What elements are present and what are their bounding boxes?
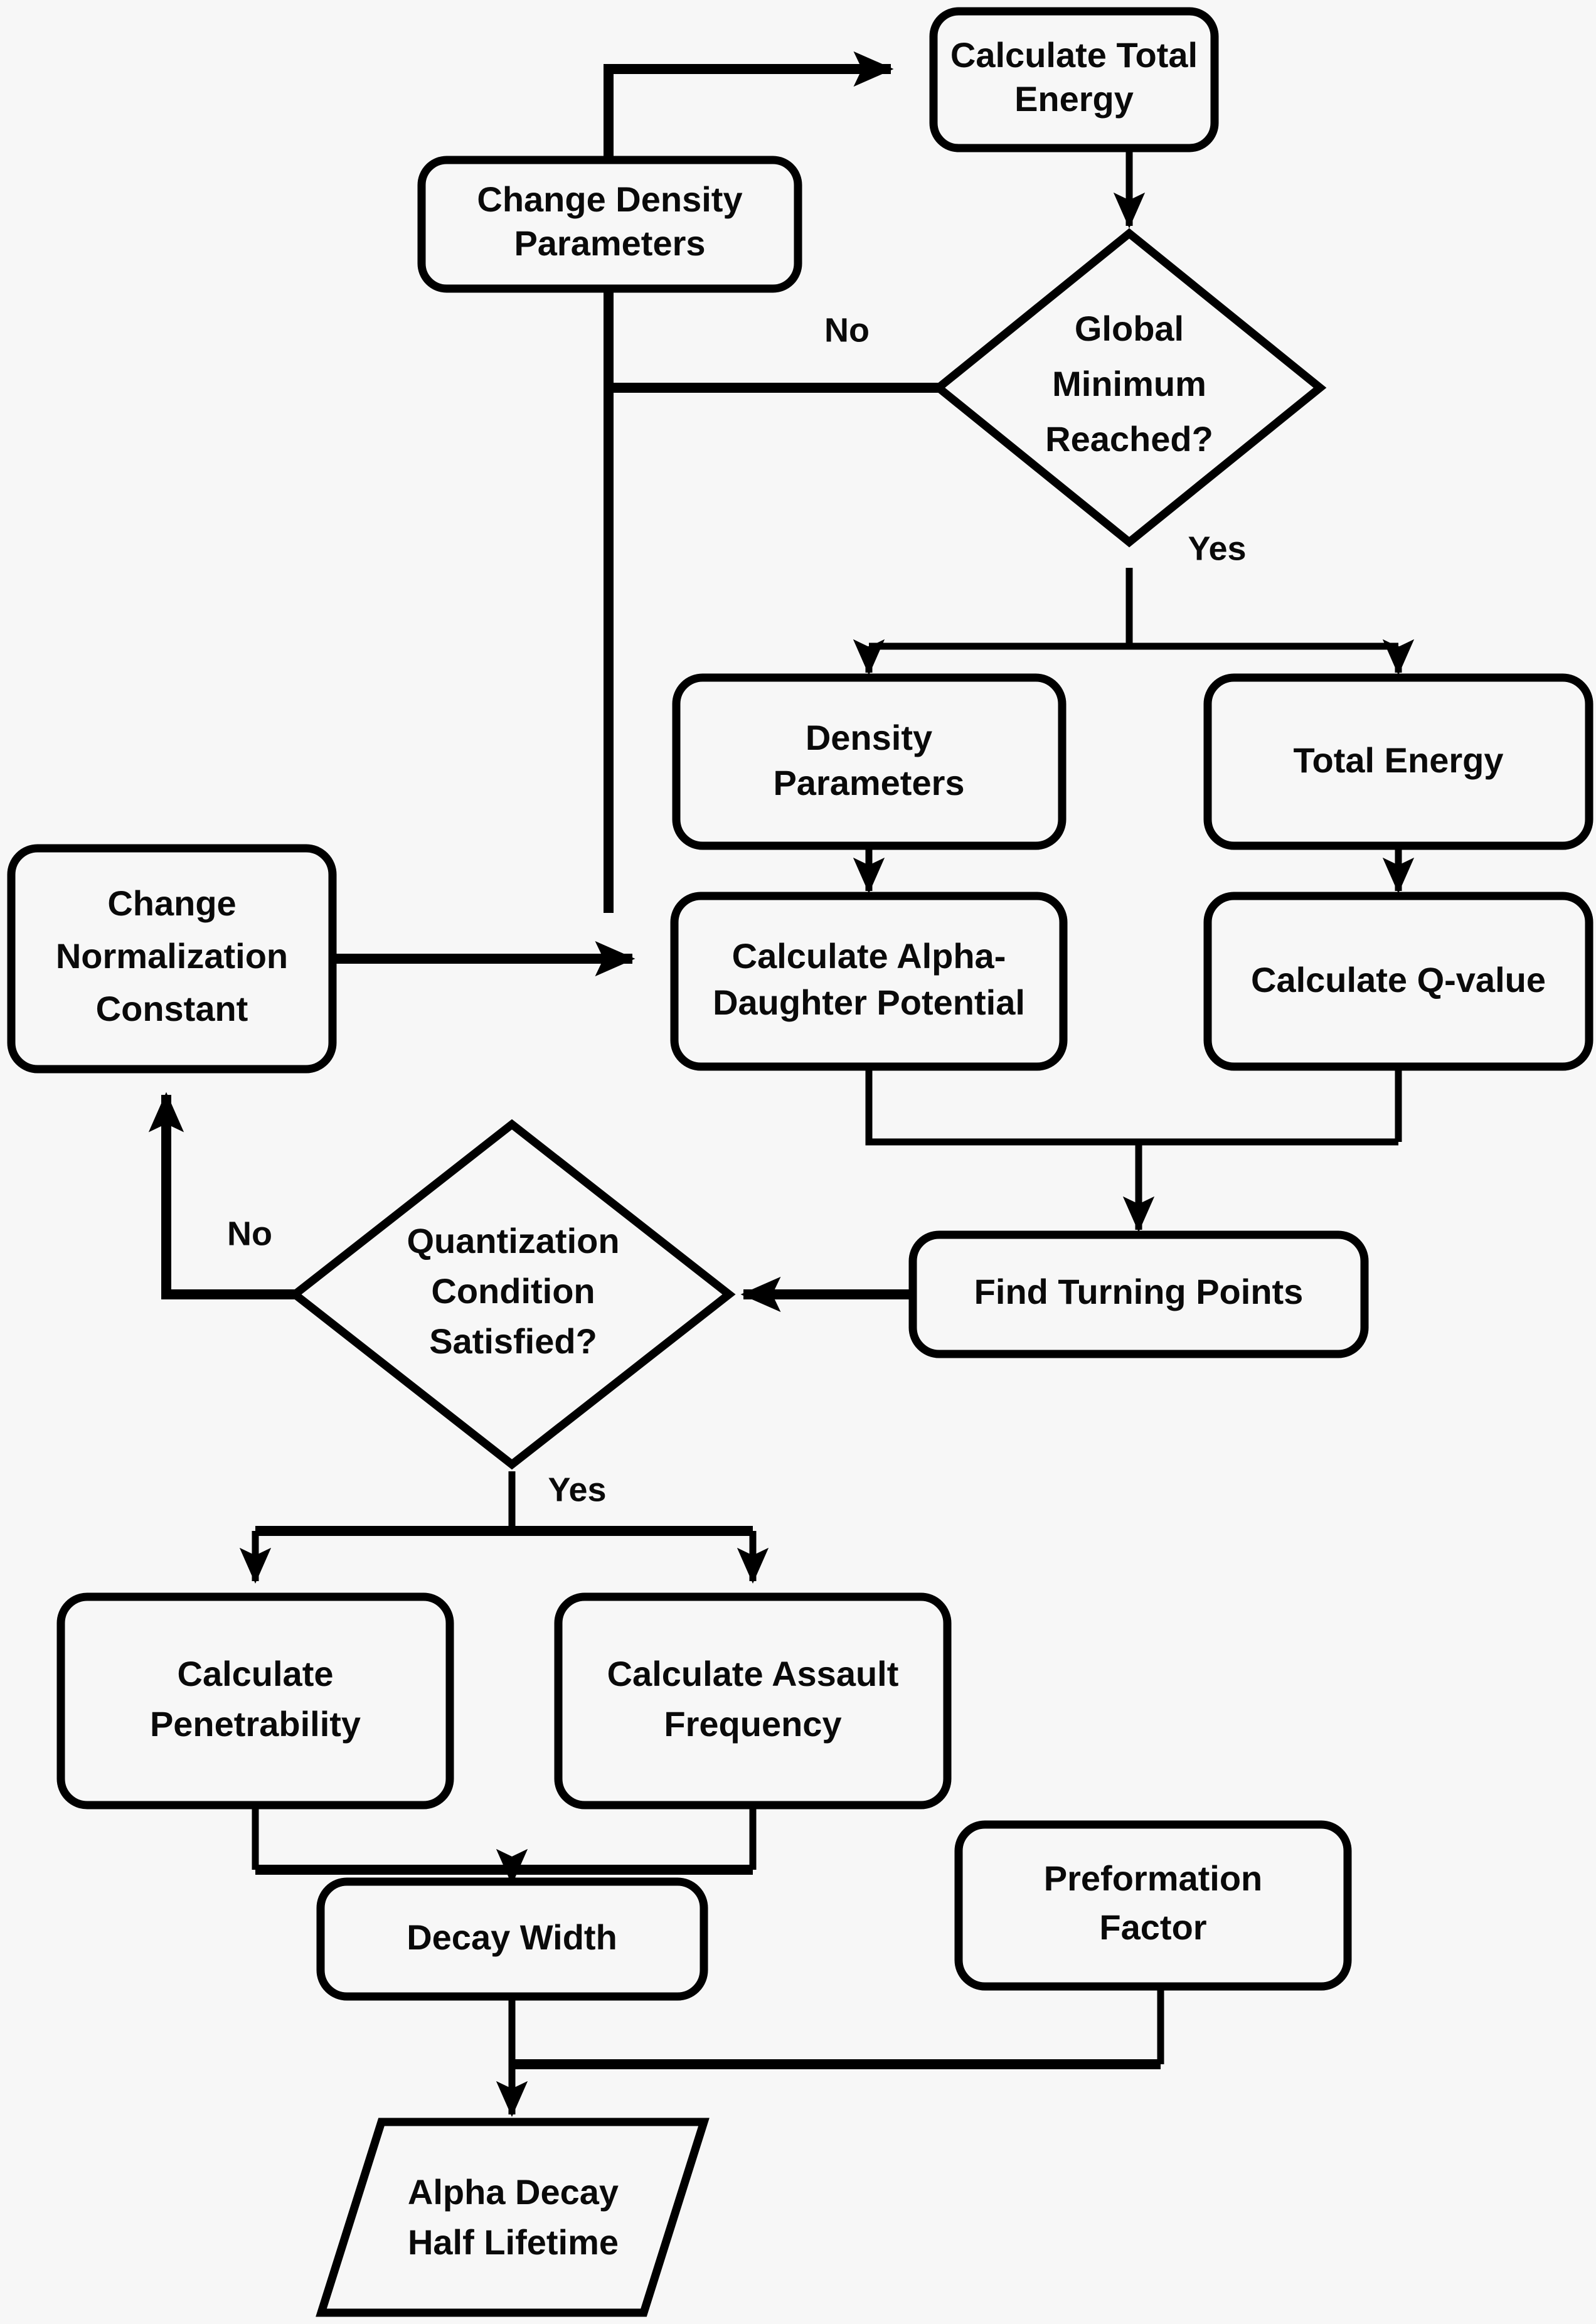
edge-label-quantization-no: No <box>227 1215 272 1252</box>
node-shape-preformation-factor <box>954 1820 1352 1991</box>
edge-quantization-yes-split <box>239 1471 769 1584</box>
node-alpha-decay-half-lifetime[interactable]: Alpha Decay Half Lifetime <box>316 2118 710 2317</box>
node-shape-calculate-alpha-daughter-potential <box>670 892 1068 1071</box>
node-label-change-density-parameters-line2: Parameters <box>514 223 705 263</box>
node-label-change-normalization-constant-line3: Constant <box>96 989 248 1028</box>
node-shape-change-normalization-constant <box>7 844 337 1074</box>
node-shape-alpha-decay-half-lifetime <box>316 2118 710 2317</box>
node-label-calculate-assault-frequency-line2: Frequency <box>664 1704 841 1744</box>
node-density-parameters[interactable]: Density Parameters <box>672 673 1067 850</box>
node-find-turning-points[interactable]: Find Turning Points <box>908 1230 1369 1358</box>
node-label-change-normalization-constant-line1: Change <box>107 883 236 923</box>
node-label-quantization-condition-satisfied-line2: Condition <box>431 1271 595 1311</box>
node-shape-total-energy <box>1203 673 1593 850</box>
node-shape-decay-width <box>316 1877 708 2001</box>
node-calculate-penetrability[interactable]: Calculate Penetrability <box>56 1592 454 1810</box>
node-label-calculate-total-energy-line2: Energy <box>1014 79 1134 119</box>
node-label-global-minimum-reached-line2: Minimum <box>1052 364 1206 403</box>
node-label-density-parameters-line2: Parameters <box>773 763 964 802</box>
node-calculate-q-value[interactable]: Calculate Q-value <box>1203 892 1593 1071</box>
edge-decision-yes-split <box>853 568 1415 676</box>
node-shape-calculate-assault-frequency <box>554 1592 952 1810</box>
node-label-decay-width-line1: Decay Width <box>407 1917 617 1957</box>
node-calculate-alpha-daughter-potential[interactable]: Calculate Alpha- Daughter Potential <box>670 892 1068 1071</box>
node-change-normalization-constant[interactable]: Change Normalization Constant <box>7 844 337 1074</box>
node-label-change-normalization-constant-line2: Normalization <box>56 936 288 976</box>
node-label-density-parameters-line1: Density <box>806 718 932 757</box>
node-label-global-minimum-reached-line3: Reached? <box>1045 419 1213 459</box>
node-label-calculate-penetrability-line1: Calculate <box>178 1654 334 1693</box>
node-label-calculate-q-value-line1: Calculate Q-value <box>1251 960 1546 999</box>
node-label-quantization-condition-satisfied-line1: Quantization <box>407 1221 619 1261</box>
node-label-calculate-assault-frequency-line1: Calculate Assault <box>607 1654 899 1693</box>
node-shape-find-turning-points <box>908 1230 1369 1358</box>
node-calculate-total-energy[interactable]: Calculate Total Energy <box>929 7 1219 152</box>
node-label-calculate-total-energy-line1: Calculate Total <box>950 35 1198 75</box>
node-global-minimum-reached[interactable]: Global Minimum Reached? <box>932 228 1327 548</box>
edge-potential-qvalue-join <box>865 1067 1402 1233</box>
node-decay-width[interactable]: Decay Width <box>316 1877 708 2001</box>
node-label-quantization-condition-satisfied-line3: Satisfied? <box>429 1321 597 1361</box>
node-label-find-turning-points-line1: Find Turning Points <box>974 1272 1304 1311</box>
node-label-calculate-penetrability-line2: Penetrability <box>150 1704 361 1744</box>
edge-decay-width-to-output <box>496 1986 1164 2118</box>
node-label-global-minimum-reached-line1: Global <box>1075 309 1184 348</box>
node-shape-calculate-q-value <box>1203 892 1593 1071</box>
edge-label-quantization-yes: Yes <box>548 1471 606 1508</box>
edge-quantization-no-to-normalization <box>148 1092 295 1299</box>
edge-decision-no-to-change-density <box>604 383 940 913</box>
node-shape-calculate-penetrability <box>56 1592 454 1810</box>
node-calculate-assault-frequency[interactable]: Calculate Assault Frequency <box>554 1592 952 1810</box>
edge-label-global-minimum-yes: Yes <box>1188 530 1246 567</box>
node-shape-calculate-total-energy <box>929 7 1219 152</box>
node-label-preformation-factor-line2: Factor <box>1099 1907 1206 1947</box>
node-label-calculate-alpha-daughter-potential-line2: Daughter Potential <box>713 983 1025 1022</box>
node-preformation-factor[interactable]: Preformation Factor <box>954 1820 1352 1991</box>
node-shape-change-density-parameters <box>417 156 802 293</box>
node-quantization-condition-satisfied[interactable]: Quantization Condition Satisfied? <box>288 1119 736 1470</box>
node-label-alpha-decay-half-lifetime-line1: Alpha Decay <box>408 2172 619 2212</box>
node-label-alpha-decay-half-lifetime-line2: Half Lifetime <box>408 2222 619 2262</box>
node-label-total-energy-line1: Total Energy <box>1293 740 1503 780</box>
edge-penetrability-assault-join <box>252 1807 757 1885</box>
edge-label-global-minimum-no: No <box>824 311 870 349</box>
node-change-density-parameters[interactable]: Change Density Parameters <box>417 156 802 293</box>
node-label-calculate-alpha-daughter-potential-line1: Calculate Alpha- <box>732 936 1006 976</box>
node-label-preformation-factor-line1: Preformation <box>1044 1858 1263 1898</box>
node-shape-global-minimum-reached <box>932 228 1327 548</box>
node-shape-density-parameters <box>672 673 1067 850</box>
node-label-change-density-parameters-line1: Change Density <box>477 179 742 219</box>
node-shape-quantization-condition-satisfied <box>288 1119 736 1470</box>
node-total-energy[interactable]: Total Energy <box>1203 673 1593 850</box>
